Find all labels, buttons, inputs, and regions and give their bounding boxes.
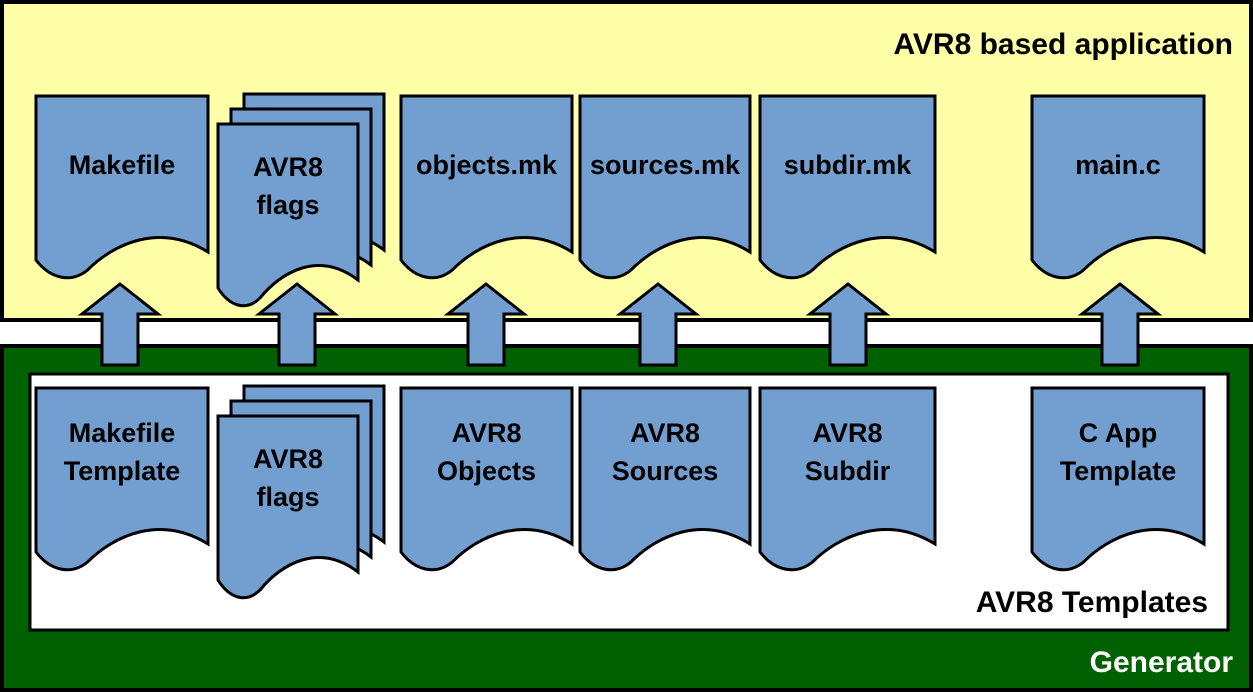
arrows-layer bbox=[77, 282, 1163, 367]
sources-mk-sheet bbox=[578, 94, 752, 280]
main-c-label: main.c bbox=[1075, 150, 1161, 180]
avr8-flags-document: AVR8 flags bbox=[216, 92, 386, 308]
avr8-flags-sheet bbox=[216, 122, 360, 308]
avr8-flags-template-sheet bbox=[216, 414, 360, 600]
avr8-flags-label: AVR8 bbox=[253, 152, 323, 182]
subdir-mk-document: subdir.mk bbox=[758, 94, 937, 280]
avr8-flags-label: flags bbox=[256, 190, 319, 220]
makefile-document: Makefile bbox=[34, 94, 210, 280]
application-region-title: AVR8 based application bbox=[893, 28, 1233, 61]
c-app-template-label: C App bbox=[1079, 418, 1157, 448]
main-c-sheet bbox=[1030, 94, 1206, 280]
avr8-sources-label: Sources bbox=[612, 456, 719, 486]
avr8-subdir-label: AVR8 bbox=[812, 418, 882, 448]
generate-arrow-main-c bbox=[1077, 282, 1163, 367]
objects-mk-label: objects.mk bbox=[416, 150, 558, 180]
generate-arrow-avr8-flags bbox=[254, 282, 340, 367]
avr8-sources-sheet bbox=[578, 386, 752, 572]
avr8-objects-label: Objects bbox=[437, 456, 536, 486]
c-app-template-label: Template bbox=[1060, 456, 1177, 486]
avr8-flags-template-label: flags bbox=[256, 482, 319, 512]
templates-region-title: AVR8 Templates bbox=[976, 586, 1208, 619]
avr8-subdir-label: Subdir bbox=[805, 456, 891, 486]
generate-arrow-objects-mk bbox=[443, 282, 529, 367]
subdir-mk-sheet bbox=[758, 94, 937, 280]
avr8-objects-label: AVR8 bbox=[451, 418, 521, 448]
generate-arrow-sources-mk bbox=[615, 282, 701, 367]
makefile-sheet bbox=[34, 94, 210, 280]
c-app-template-sheet bbox=[1030, 386, 1206, 572]
avr8-flags-template-document: AVR8 flags bbox=[216, 384, 386, 600]
avr8-sources-label: AVR8 bbox=[630, 418, 700, 448]
generate-arrow-subdir-mk bbox=[805, 282, 891, 367]
sources-mk-document: sources.mk bbox=[578, 94, 752, 280]
makefile-template-sheet bbox=[34, 386, 210, 572]
makefile-label: Makefile bbox=[69, 150, 176, 180]
avr8-subdir-sheet bbox=[758, 386, 937, 572]
objects-mk-sheet bbox=[399, 94, 574, 280]
generator-region-title: Generator bbox=[1090, 646, 1234, 679]
avr8-flags-template-label: AVR8 bbox=[253, 444, 323, 474]
main-c-document: main.c bbox=[1030, 94, 1206, 280]
avr8-objects-sheet bbox=[399, 386, 574, 572]
objects-mk-document: objects.mk bbox=[399, 94, 574, 280]
makefile-template-label: Makefile bbox=[69, 418, 176, 448]
subdir-mk-label: subdir.mk bbox=[784, 150, 913, 180]
sources-mk-label: sources.mk bbox=[590, 150, 741, 180]
generate-arrow-makefile bbox=[77, 282, 163, 367]
makefile-template-label: Template bbox=[64, 456, 181, 486]
